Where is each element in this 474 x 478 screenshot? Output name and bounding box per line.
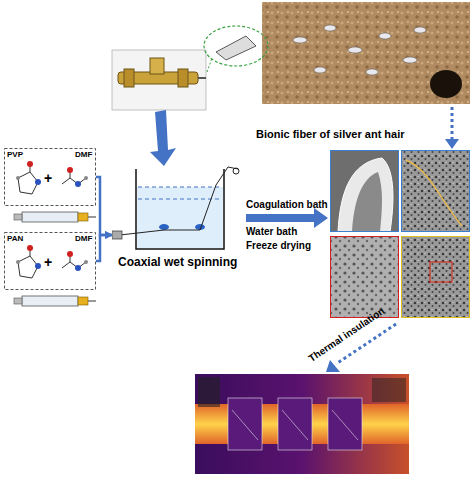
process-label: Coagulation bath [246, 199, 328, 210]
node-text: PVP [7, 150, 23, 159]
node-text: PAN [7, 234, 23, 243]
node-text: + [44, 254, 52, 270]
node-text: DMF [75, 234, 92, 243]
node-text: DMF [75, 150, 92, 159]
process-label: Bionic fiber of silver ant hair [256, 128, 405, 140]
node-text: Coaxial wet spinning [118, 255, 237, 269]
solution-box: PVP + DMF [4, 148, 96, 206]
feed-connector [96, 235, 112, 261]
process-label: Freeze drying [246, 240, 311, 251]
spinning-bath: Coaxial wet spinning [112, 165, 244, 273]
feed-connector [96, 177, 112, 235]
node-text: + [44, 170, 52, 186]
process-label: Water bath [246, 226, 297, 237]
solution-box: PAN + DMF [4, 232, 96, 290]
